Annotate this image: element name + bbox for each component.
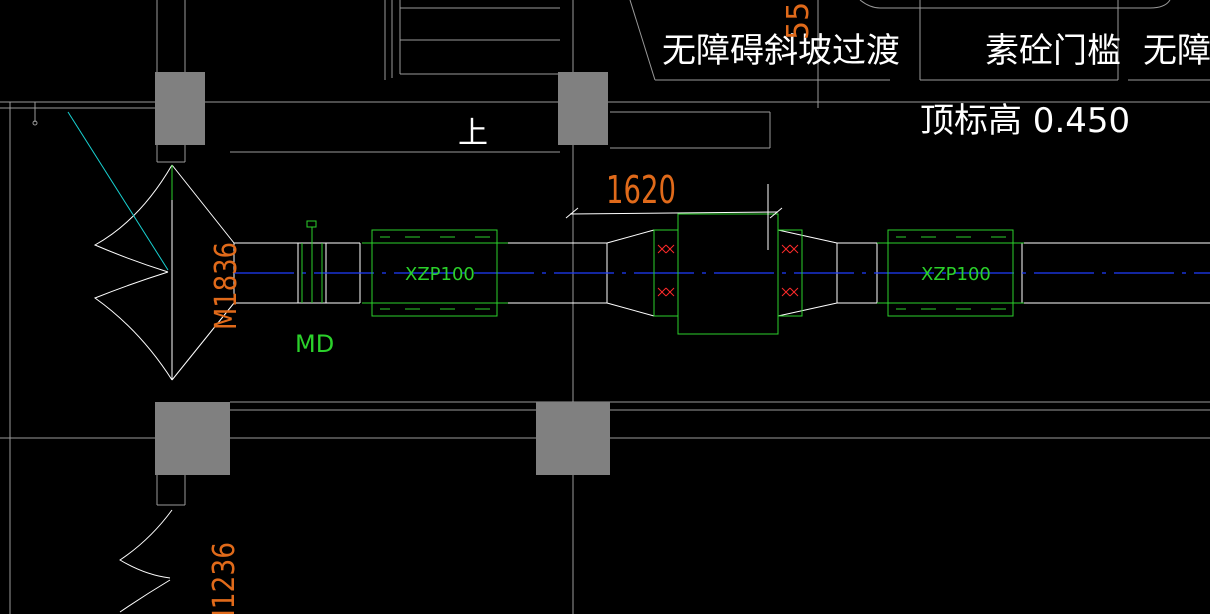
stair-treads <box>384 0 560 80</box>
door-swing-m1236 <box>119 509 173 613</box>
dimension-partial-top: 55 <box>781 2 816 40</box>
column-bottom-left <box>155 402 230 475</box>
dimension-1620 <box>565 184 783 250</box>
silencer-left-label: XZP100 <box>405 264 475 285</box>
label-up-marker: 上 <box>458 116 488 151</box>
label-top-elevation: 顶标高 0.450 <box>920 101 1130 141</box>
fan-unit <box>677 213 779 335</box>
column-bottom-mid <box>536 402 610 475</box>
silencer-left <box>362 229 508 317</box>
cyan-leader <box>67 111 169 271</box>
column-top-left <box>155 72 205 145</box>
silencer-right-label: XZP100 <box>921 264 991 285</box>
flex-connector-right <box>777 229 803 317</box>
door-frame-left <box>32 0 186 506</box>
door-label-m1836: M1836 <box>209 242 244 330</box>
label-accessible-partial: 无障碍 <box>1143 31 1210 71</box>
door-label-m1236: M1236 <box>207 542 242 614</box>
column-top-mid <box>558 72 608 145</box>
silencer-right <box>877 229 1024 317</box>
damper-label-md: MD <box>295 330 334 358</box>
dimension-1620-label: 1620 <box>606 168 676 212</box>
label-concrete-threshold: 素砼门槛 <box>985 31 1121 71</box>
room-boundaries <box>629 0 1210 108</box>
label-ramp-transition: 无障碍斜坡过渡 <box>662 31 900 71</box>
door-swing-m1836 <box>93 164 235 381</box>
damper-symbol <box>301 220 323 303</box>
